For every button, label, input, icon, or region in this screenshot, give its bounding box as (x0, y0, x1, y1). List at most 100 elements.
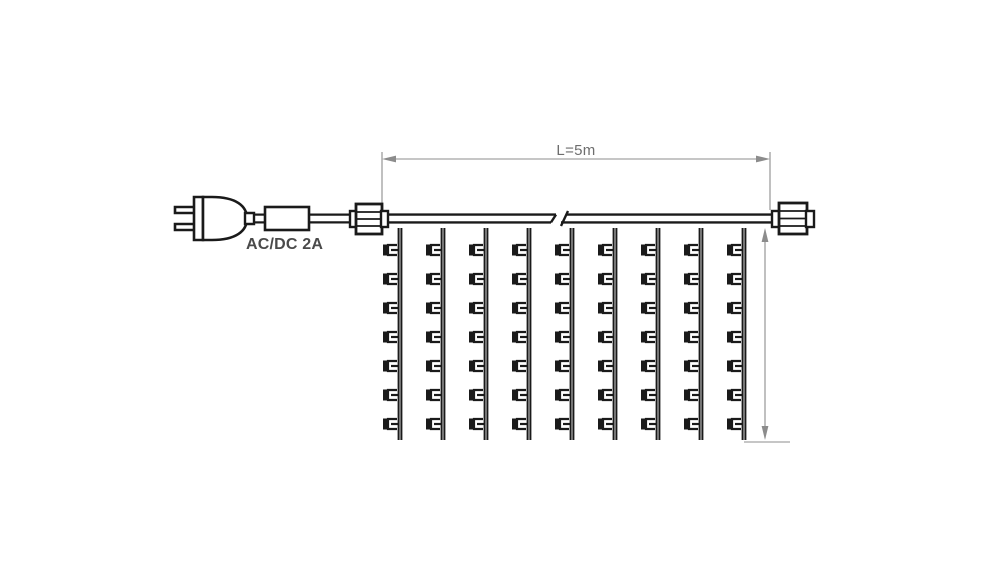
led-bulb-icon (684, 418, 690, 430)
led-bulb-icon (469, 331, 475, 343)
led-node (426, 243, 442, 257)
led-node (641, 417, 657, 431)
led-strand (684, 228, 704, 440)
led-bulb-icon (727, 244, 733, 256)
led-bulb-icon (383, 331, 389, 343)
led-bulb-icon (684, 331, 690, 343)
led-node (727, 272, 743, 286)
led-node (469, 243, 485, 257)
led-bulb-icon (727, 273, 733, 285)
led-bulb-icon (598, 331, 604, 343)
led-bulb-icon (684, 244, 690, 256)
led-node (426, 301, 442, 315)
led-bulb-icon (469, 302, 475, 314)
plug-strain-relief (243, 211, 256, 226)
led-bulb-icon (555, 273, 561, 285)
led-node (555, 301, 571, 315)
led-node (383, 388, 399, 402)
plug-base-plate (192, 195, 205, 242)
led-node (641, 359, 657, 373)
led-bulb-icon (598, 302, 604, 314)
led-node (426, 272, 442, 286)
led-bulb-icon (383, 273, 389, 285)
led-strand (469, 228, 489, 440)
led-node (512, 301, 528, 315)
led-node (641, 272, 657, 286)
led-node (555, 272, 571, 286)
led-node (383, 417, 399, 431)
led-node (555, 243, 571, 257)
horizontal-dimension: L=5m (381, 142, 771, 222)
led-bulb-icon (383, 418, 389, 430)
led-bulb-icon (383, 302, 389, 314)
led-node (469, 272, 485, 286)
led-node (555, 359, 571, 373)
led-bulb-icon (684, 302, 690, 314)
led-bulb-icon (469, 244, 475, 256)
led-node (684, 388, 700, 402)
led-strand-grid (383, 228, 747, 440)
led-bulb-icon (727, 389, 733, 401)
led-strand (426, 228, 446, 440)
led-node (426, 417, 442, 431)
led-node (727, 330, 743, 344)
led-node (512, 359, 528, 373)
led-node (383, 272, 399, 286)
led-node (684, 301, 700, 315)
led-node (512, 272, 528, 286)
led-node (727, 301, 743, 315)
led-bulb-icon (727, 418, 733, 430)
vertical-dimension (744, 228, 790, 443)
adapter-rating-label: AC/DC 2A (246, 236, 323, 253)
led-node (469, 330, 485, 344)
led-bulb-icon (469, 360, 475, 372)
led-bulb-icon (426, 360, 432, 372)
led-node (383, 330, 399, 344)
led-bulb-icon (555, 360, 561, 372)
led-bulb-icon (512, 389, 518, 401)
led-bulb-icon (512, 302, 518, 314)
led-node (641, 301, 657, 315)
two-prong-mains-plug (173, 195, 256, 242)
led-bulb-icon (383, 389, 389, 401)
length-dimension-label: L=5m (556, 142, 595, 159)
led-node (383, 301, 399, 315)
led-bulb-icon (641, 418, 647, 430)
led-bulb-icon (641, 331, 647, 343)
led-bulb-icon (512, 331, 518, 343)
led-node (598, 417, 614, 431)
led-strand (512, 228, 532, 440)
led-bulb-icon (469, 418, 475, 430)
led-node (383, 359, 399, 373)
led-node (684, 359, 700, 373)
led-node (684, 417, 700, 431)
led-bulb-icon (555, 389, 561, 401)
led-node (555, 330, 571, 344)
led-bulb-icon (426, 331, 432, 343)
led-strand (641, 228, 661, 440)
led-node (684, 243, 700, 257)
led-node (598, 330, 614, 344)
led-node (512, 330, 528, 344)
led-bulb-icon (512, 360, 518, 372)
dimension-arrow-bottom-icon (761, 426, 769, 440)
led-bulb-icon (684, 273, 690, 285)
led-bulb-icon (598, 273, 604, 285)
led-bulb-icon (727, 360, 733, 372)
led-node (598, 243, 614, 257)
led-bulb-icon (426, 389, 432, 401)
led-node (727, 359, 743, 373)
led-bulb-icon (426, 244, 432, 256)
led-node (555, 388, 571, 402)
led-node (512, 388, 528, 402)
led-bulb-icon (383, 360, 389, 372)
led-bulb-icon (555, 331, 561, 343)
led-bulb-icon (555, 244, 561, 256)
adapter-body (263, 205, 311, 232)
led-node (426, 388, 442, 402)
led-node (598, 359, 614, 373)
led-node (684, 330, 700, 344)
led-strand (555, 228, 575, 440)
break-slash-right (559, 210, 570, 227)
